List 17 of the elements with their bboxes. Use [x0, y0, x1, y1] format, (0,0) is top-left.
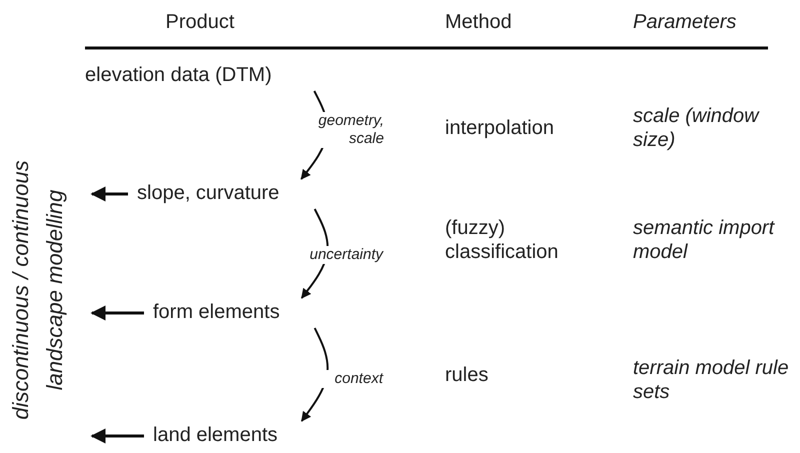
- parameter-text: scale (window size): [633, 104, 760, 152]
- product-label: elevation data (DTM): [85, 63, 272, 87]
- parameter-text: terrain model rule sets: [633, 356, 790, 404]
- product-label: slope, curvature: [137, 181, 280, 205]
- arrow: [90, 186, 128, 202]
- parameter-text: semantic import model: [633, 216, 776, 264]
- column-header: Method: [445, 10, 512, 34]
- arrow: [90, 428, 144, 444]
- arrow: [90, 306, 144, 320]
- column-header: Parameters: [633, 10, 736, 34]
- method-text: interpolation: [445, 116, 554, 140]
- product-label: form elements: [153, 300, 280, 324]
- method-text: rules: [445, 363, 488, 387]
- product-label: land elements: [153, 423, 278, 447]
- column-header: Product: [166, 10, 234, 34]
- method-text: (fuzzy) classification: [445, 216, 560, 264]
- vertical-axis-label: discontinuous / continuous landscape modelling: [4, 125, 72, 453]
